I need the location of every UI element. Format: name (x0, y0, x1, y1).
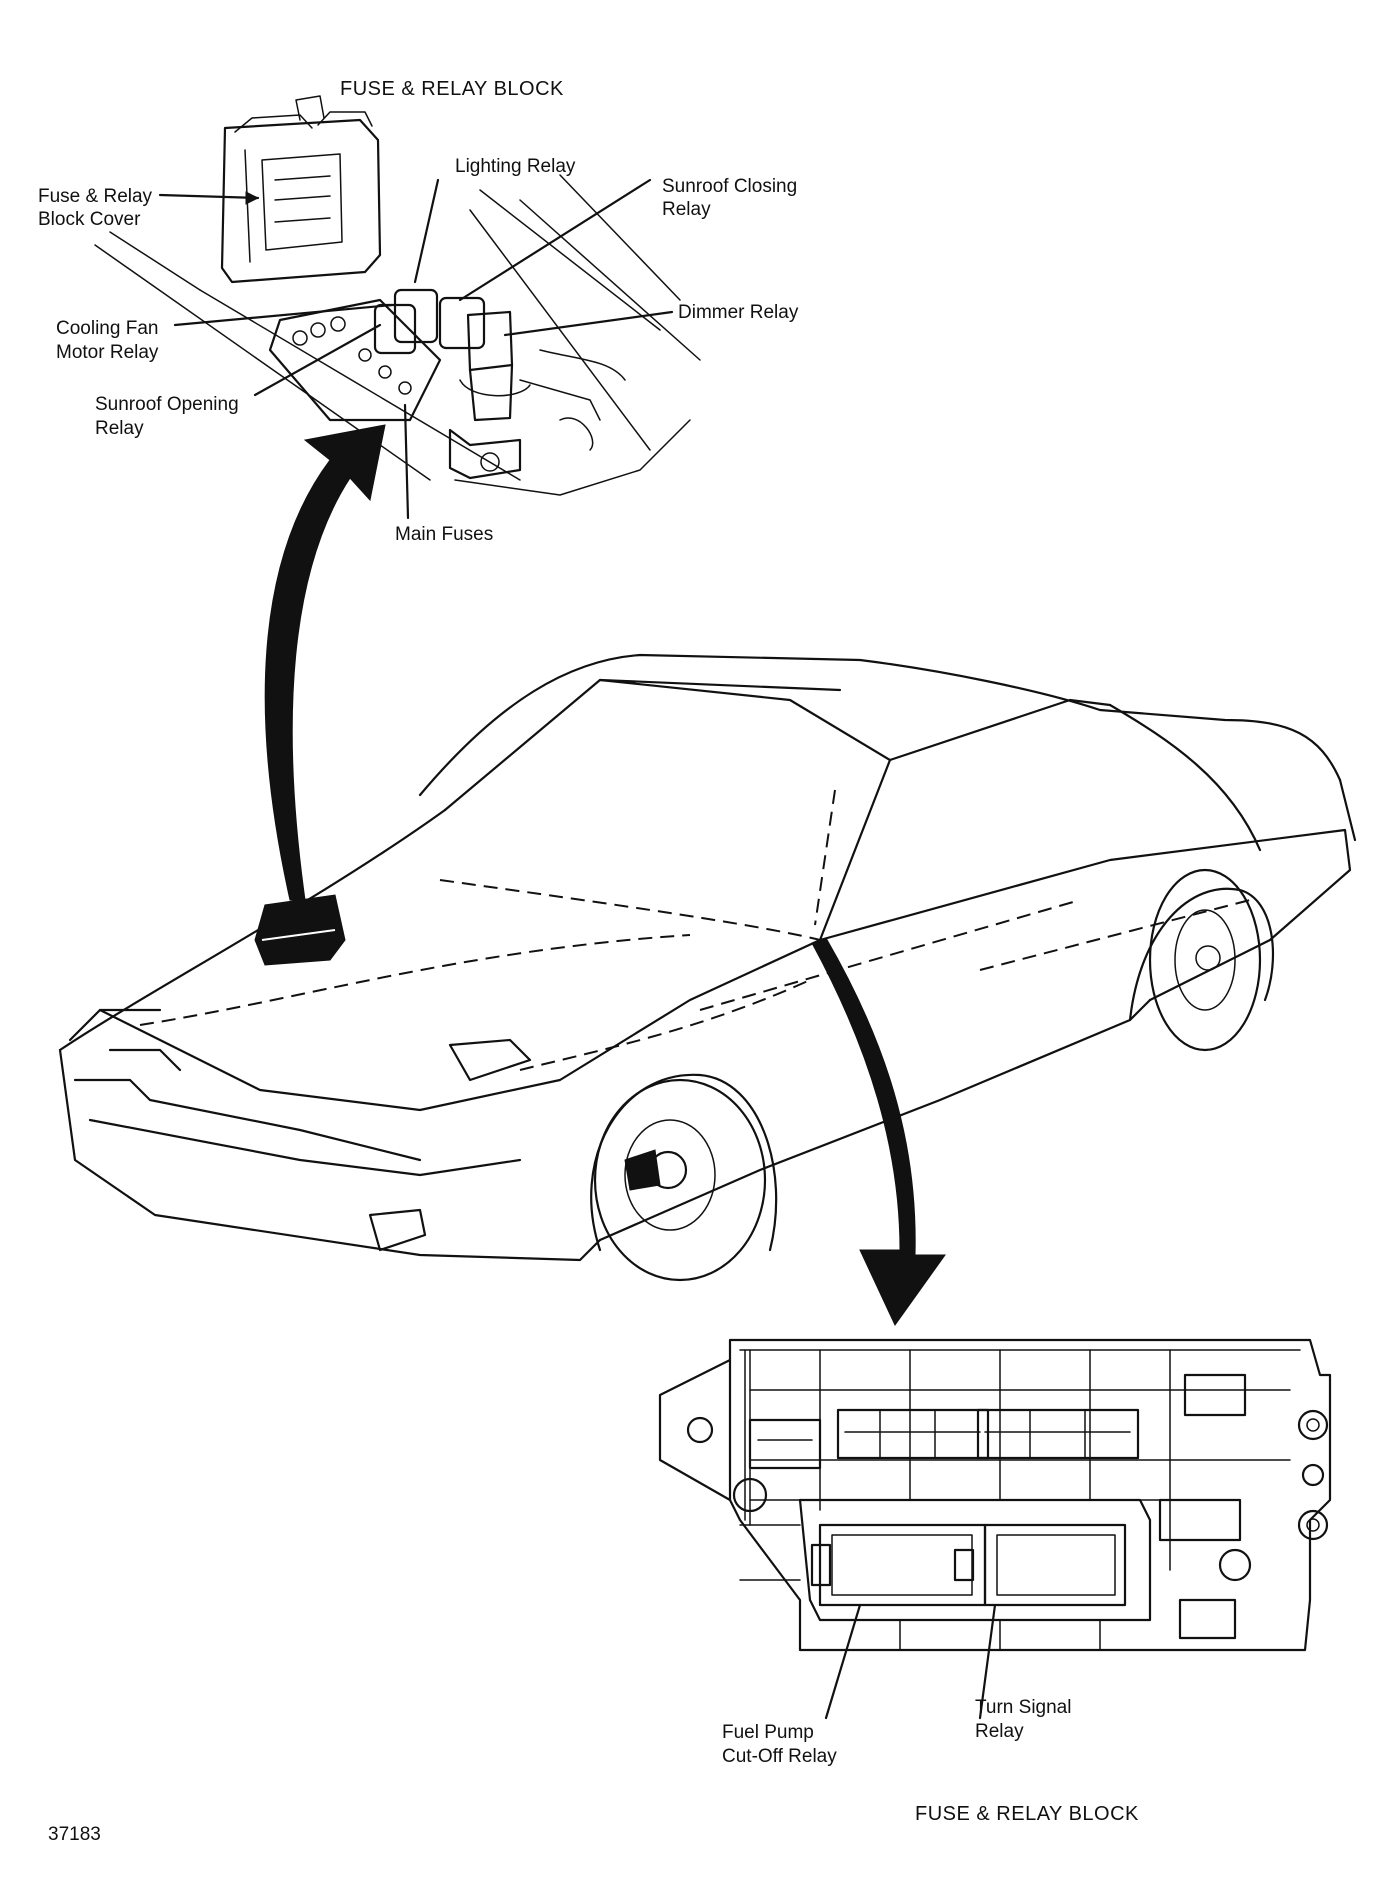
title-top: FUSE & RELAY BLOCK (340, 78, 564, 100)
label-main-fuses: Main Fuses (395, 524, 493, 545)
label-fuel-pump-cutoff-relay: Fuel Pump Cut-Off Relay (722, 1722, 837, 1767)
dash-fuse-relay-block-drawing (658, 1338, 1332, 1720)
title-bottom: FUSE & RELAY BLOCK (915, 1803, 1139, 1825)
leader-lines-top (158, 178, 674, 520)
label-sunroof-opening-relay: Sunroof Opening Relay (95, 394, 244, 439)
rear-wheel (1128, 868, 1275, 1052)
engine-bay-detail (94, 95, 701, 520)
arrow-to-top-detail (264, 424, 386, 901)
figure-number: 37183 (48, 1824, 101, 1845)
relay-cluster-drawing (268, 288, 626, 480)
front-wheel (590, 1073, 778, 1282)
engine-bay-block-marker (254, 894, 346, 966)
label-sunroof-closing-relay: Sunroof Closing Relay (662, 176, 802, 220)
diagram-labels: FUSE & RELAY BLOCK Fuse & Relay Block Co… (38, 78, 1139, 1845)
label-cooling-fan-motor-relay: Cooling Fan Motor Relay (56, 318, 164, 363)
label-turn-signal-relay: Turn Signal Relay (975, 1697, 1077, 1742)
arrow-to-bottom-block (811, 937, 946, 1326)
car-drawing (58, 653, 1357, 1282)
label-dimmer-relay: Dimmer Relay (678, 302, 799, 323)
block-cover-drawing (220, 95, 382, 284)
label-lighting-relay: Lighting Relay (455, 156, 576, 177)
label-fuse-relay-block-cover: Fuse & Relay Block Cover (38, 186, 157, 230)
